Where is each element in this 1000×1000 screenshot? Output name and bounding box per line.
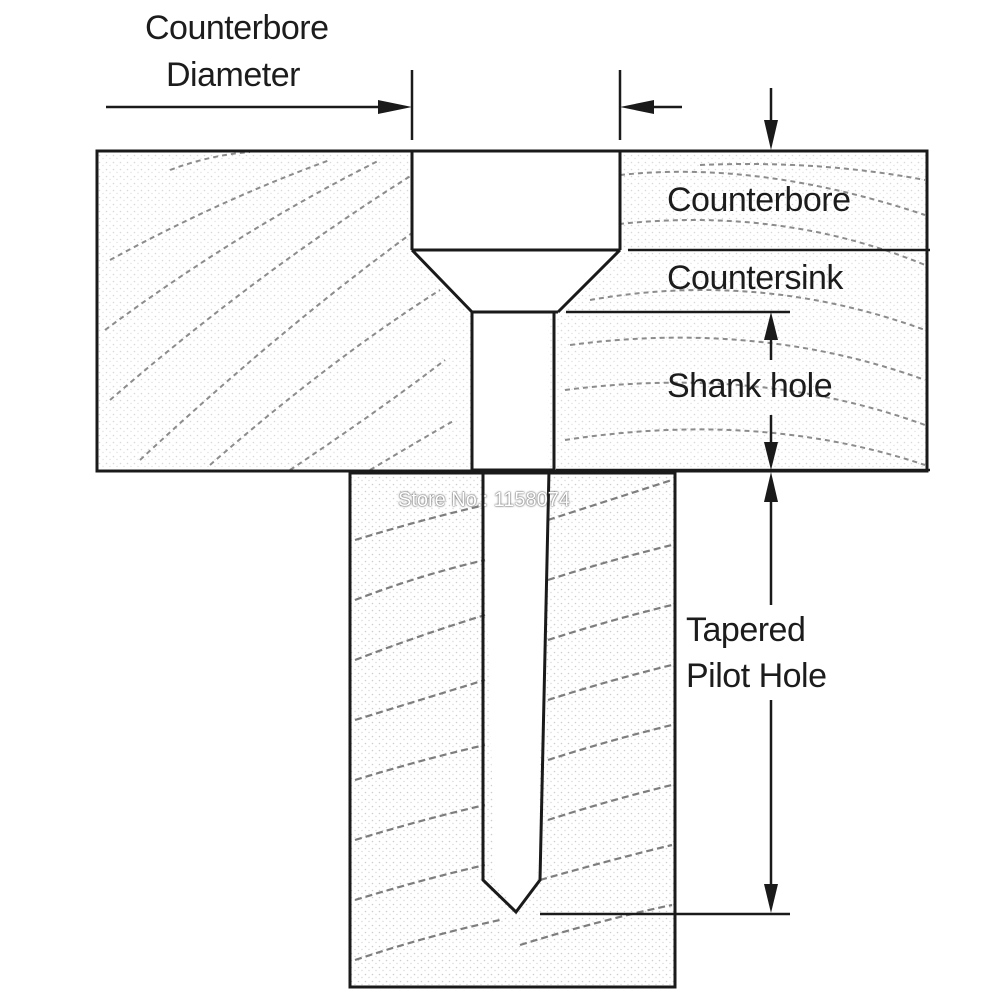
counterbore-diameter-label-line2: Diameter <box>166 56 300 94</box>
tapered-pilot-hole-label-line1: Tapered <box>686 611 806 649</box>
countersink-label: Countersink <box>667 259 843 297</box>
shank-hole-label: Shank hole <box>667 367 833 405</box>
hole-outline <box>410 151 622 915</box>
counterbore-diameter-label-line1: Counterbore <box>145 9 329 47</box>
counterbore-diameter-dimension <box>106 70 682 140</box>
tapered-pilot-hole-label-line2: Pilot Hole <box>686 657 827 695</box>
hole-profile <box>412 151 620 912</box>
store-watermark: Store No.: 1158074 <box>398 489 570 511</box>
bottom-board <box>348 471 677 989</box>
leader-lines <box>540 88 930 916</box>
counterbore-label: Counterbore <box>667 181 851 219</box>
